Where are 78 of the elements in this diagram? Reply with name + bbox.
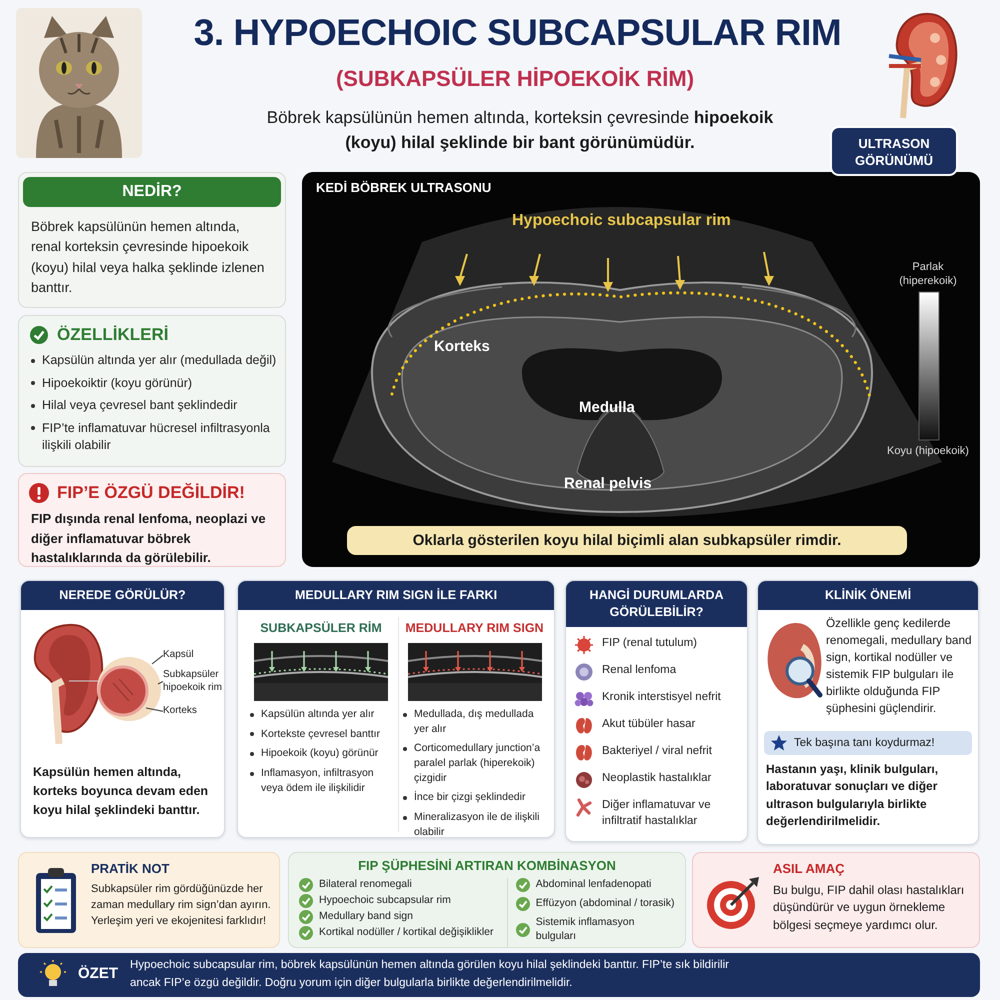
list-item: Kortikal nodüller / kortikal değişiklikler: [319, 926, 494, 940]
column-title: SUBKAPSÜLER RİM: [259, 620, 383, 637]
view-badge: ULTRASON GÖRÜNÜMÜ: [830, 126, 958, 176]
description-text: FIP dışında renal lenfoma, neoplazi ve diğer inflamatuvar böbrek hastalıklarında da görülebilir.: [30, 510, 267, 567]
section-title: ÖZET: [78, 965, 118, 982]
section-title: FIP’E ÖZGÜ DEĞİLDİR!: [57, 483, 245, 503]
bullet-item: Mineralizasyon ile de ilişkili olabilir: [414, 810, 540, 840]
region-label: Medulla: [579, 399, 635, 416]
bullet-item: Medullada, dış medullada yer alır: [414, 707, 535, 736]
warning-panel: [18, 473, 286, 567]
warning-panel: [692, 852, 980, 948]
list-item: FIP (renal tutulum): [602, 636, 698, 651]
info-panel: [757, 580, 979, 845]
section-header: NEREDE GÖRÜLÜR?: [21, 581, 224, 610]
list-item: Abdominal lenfadenopati: [536, 878, 652, 892]
bullet-item: Corticomedullary junction’a paralel parlak (hiperekoik) çizgidir: [414, 741, 542, 786]
bullet-item: Kortekste çevresel banttır: [261, 726, 380, 742]
bullet-item: Hilal veya çevresel bant şeklindedir: [42, 397, 238, 414]
rim-label: Hypoechoic subcapsular rim: [512, 212, 731, 230]
list-item: Bakteriyel / viral nefrit: [602, 744, 712, 759]
description-text: Subkapsüler rim gördüğünüzde her zaman medullary rim sign’dan ayırın. Yerleşim yeri ve ekojenitesi farklıdır!: [91, 882, 272, 929]
subtitle: (SUBKAPSÜLER HİPOEKOİK RİM): [334, 66, 696, 92]
description-text: Özellikle genç kedilerde renomegali, medullary band sign, kortikal nodüller ve sistemik FIP bulguları ile birlikte olduğunda FIP şüphesini güçlendirir.: [826, 615, 973, 718]
section-title: ASIL AMAÇ: [773, 861, 844, 876]
section-header: NEDİR?: [23, 177, 281, 207]
info-panel: [18, 172, 286, 308]
part-label: Kapsül: [163, 649, 194, 662]
list-item: Bilateral renomegali: [319, 878, 412, 892]
description-text: Hypoechoic subcapsular rim, böbrek kapsülünün hemen altında görülen koyu hilal şeklindeki banttır. FIP’te sık bildirilir ancak FIP’e özgü değildir. Doğru yorum için diğer bulgularla birlikte değerlendirilmelidir.: [130, 958, 730, 991]
list-item: Diğer inflamatuvar ve infiltratif hastalıklar: [602, 798, 712, 829]
section-header: KLİNİK ÖNEMİ: [758, 581, 978, 610]
bullet-item: Kapsülün altında yer alır: [261, 707, 374, 722]
intro-text: Böbrek kapsülünün hemen altında, korteksin çevresinde hipoekoik (koyu) hilal şeklinde bir bant görünümüdür.: [266, 107, 774, 154]
list-item: Kronik interstisyel nefrit: [602, 690, 721, 705]
list-item: Medullary band sign: [319, 910, 413, 924]
bullet-item: Hipoekoik (koyu) görünür: [261, 746, 378, 762]
section-header: MEDULLARY RIM SIGN İLE FARKI: [238, 581, 554, 610]
note-panel: [18, 852, 280, 948]
section-title: ÖZELLİKLERİ: [57, 325, 168, 345]
info-panel: [288, 852, 686, 948]
section-title: PRATİK NOT: [91, 861, 170, 876]
bullet-item: İnce bir çizgi şeklindedir: [414, 790, 526, 806]
description-text: Kapsülün hemen altında, korteks boyunca devam eden koyu hilal şeklindeki banttır.: [33, 764, 210, 819]
list-item: Renal lenfoma: [602, 662, 676, 678]
leader-line: [152, 654, 164, 664]
section-title: FIP ŞÜPHESİNİ ARTIRAN KOMBİNASYON: [357, 857, 617, 875]
leader-line: [158, 681, 164, 684]
part-label: Korteks: [163, 705, 197, 718]
region-label: Renal pelvis: [564, 475, 652, 492]
column-title: MEDULLARY RIM SIGN: [404, 620, 545, 637]
description-text: Böbrek kapsülünün hemen altında, renal korteksin çevresinde hipoekoik (koyu) hilal veya halka şeklinde izlenen banttır.: [30, 218, 266, 297]
panel-title: KEDİ BÖBREK ULTRASONU: [316, 180, 492, 195]
list-item: Effüzyon (abdominal / torasik): [536, 897, 675, 911]
part-label: Subkapsüler hipoekoik rim: [163, 669, 225, 694]
description-text: Hastanın yaşı, klinik bulguları, laboratuvar sonuçları ve diğer ultrason bulgularıyla birlikte değerlendirilmelidir.: [766, 761, 940, 830]
list-item: Akut tübüler hasar: [602, 716, 696, 732]
list-item: Neoplastik hastalıklar: [602, 770, 712, 786]
description-text: Bu bulgu, FIP dahil olası hastalıkları düşündürür ve uygun örnekleme bölgesi seçmeye yardımcı olur.: [773, 882, 966, 934]
note-text: Tek başına tanı koydurmaz!: [794, 737, 935, 749]
info-panel: [565, 580, 748, 842]
bullet-item: FIP’te inflamatuvar hücresel infiltrasyonla ilişkili olabilir: [42, 420, 271, 454]
info-panel: [20, 580, 225, 838]
caption-banner: Oklarla gösterilen koyu hilal biçimli alan subkapsüler rimdir.: [347, 526, 907, 555]
comparison-panel: [237, 580, 555, 838]
list-item: Hypoechoic subcapsular rim: [319, 894, 451, 908]
region-label: Korteks: [434, 338, 490, 355]
bullet-item: Kapsülün altında yer alır (medullada değil): [42, 352, 276, 369]
scale-label: Parlak (hiperekoik): [898, 260, 958, 289]
bullet-item: Hipoekoiktir (koyu görünür): [42, 374, 192, 392]
ultrasound-panel: [302, 172, 980, 567]
scale-label: Koyu (hipoekoik): [887, 444, 969, 458]
title: 3. HYPOECHOIC SUBCAPSULAR RIM: [192, 12, 842, 54]
list-item: Sistemik inflamasyon bulguları: [536, 916, 636, 944]
section-header: HANGİ DURUMLARDA GÖRÜLEBİLİR?: [566, 581, 747, 627]
info-panel: [18, 315, 286, 467]
summary-bar: [18, 953, 980, 997]
leader-line: [146, 707, 164, 712]
bullet-item: Inflamasyon, infiltrasyon veya ödem ile ilişkilidir: [261, 766, 375, 796]
